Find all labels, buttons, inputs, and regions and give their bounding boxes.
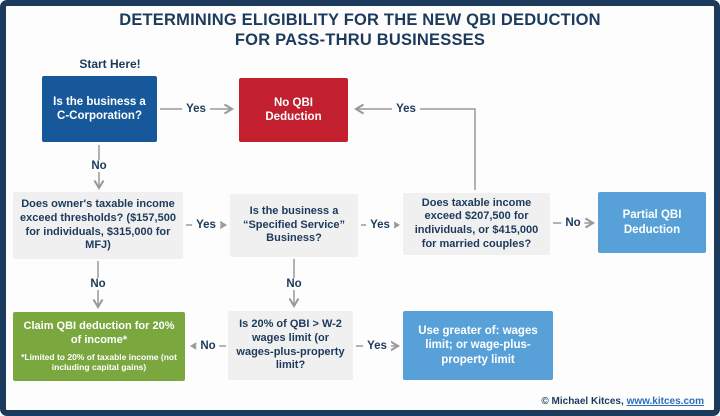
edge-label-yes: Yes (192, 219, 220, 231)
edge-label-yes: Yes (366, 219, 394, 231)
edge-label-yes: Yes (182, 103, 210, 115)
node-use-greater-limit: Use greater of: wages limit; or wage-plu… (403, 311, 553, 380)
node-no-qbi-deduction: No QBI Deduction (239, 78, 348, 142)
node-text: Is the business a C-Corporation? (53, 95, 146, 122)
node-text: Is the business a “Specified Service” Bu… (242, 204, 346, 245)
node-income-exceed-question: Does taxable income exceed $207,500 for … (403, 193, 550, 255)
node-wages-limit-question: Is 20% of QBI > W-2 wages limit (or wage… (228, 311, 353, 380)
node-claim-qbi-deduction: Claim QBI deduction for 20% of income* *… (13, 312, 185, 381)
node-c-corporation-question: Is the business a C-Corporation? (42, 76, 157, 142)
edge-label-no: No (561, 217, 585, 229)
start-here-label: Start Here! (79, 57, 141, 71)
node-footnote: *Limited to 20% of taxable income (not i… (21, 351, 177, 373)
copyright-text: © Michael Kitces, (541, 396, 624, 407)
node-text: Partial QBI Deduction (622, 209, 682, 236)
edge-label-no: No (282, 278, 306, 290)
chart-title-line2: FOR PASS-THRU BUSINESSES (234, 30, 486, 49)
edge-label-no: No (86, 278, 110, 290)
chart-title: DETERMINING ELIGIBILITY FOR THE NEW QBI … (0, 11, 720, 51)
node-text: Does taxable income exceed $207,500 for … (414, 196, 539, 250)
edge-label-yes: Yes (363, 340, 391, 352)
node-text: No QBI Deduction (265, 96, 322, 123)
kitces-link[interactable]: www.kitces.com (626, 396, 704, 407)
node-partial-qbi-deduction: Partial QBI Deduction (598, 192, 706, 253)
edge-label-no: No (87, 160, 111, 172)
chart-title-line1: DETERMINING ELIGIBILITY FOR THE NEW QBI … (119, 11, 601, 29)
node-text: Is 20% of QBI > W-2 wages limit (or wage… (236, 318, 345, 372)
node-specified-service-question: Is the business a “Specified Service” Bu… (230, 194, 358, 257)
edge-label-no: No (196, 340, 220, 352)
node-taxable-income-thresholds-question: Does owner's taxable income exceed thres… (13, 192, 183, 259)
node-text: Claim QBI deduction for 20% of income* (23, 320, 175, 346)
edge-label-yes: Yes (392, 103, 420, 115)
node-text: Use greater of: wages limit; or wage-plu… (418, 324, 538, 366)
footer-attribution: © Michael Kitces, www.kitces.com (541, 396, 704, 407)
node-text: Does owner's taxable income exceed thres… (20, 198, 176, 252)
